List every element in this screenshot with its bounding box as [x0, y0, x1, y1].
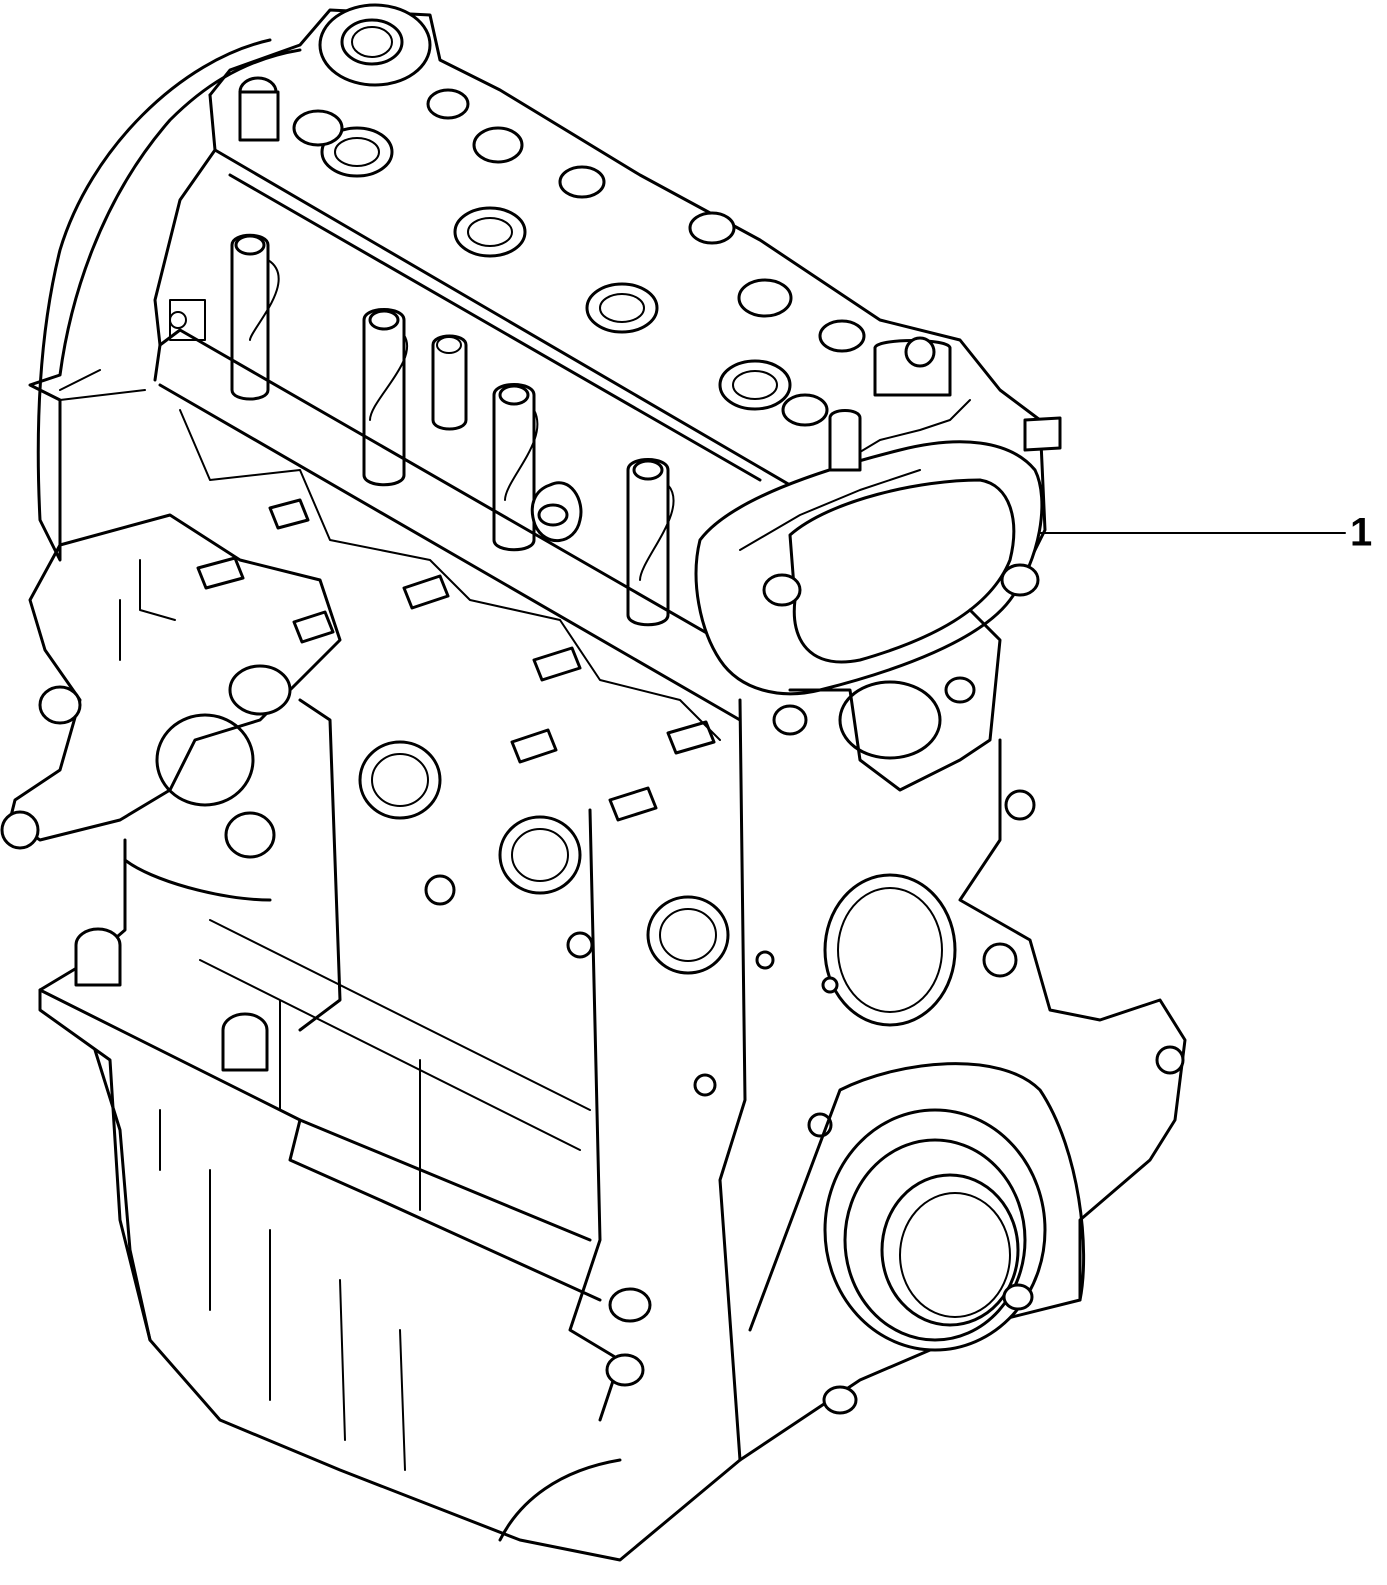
callout-label: 1: [1350, 511, 1372, 555]
callout-1: 1: [1039, 511, 1372, 555]
engine-assembly-drawing: [0, 3, 1187, 1562]
